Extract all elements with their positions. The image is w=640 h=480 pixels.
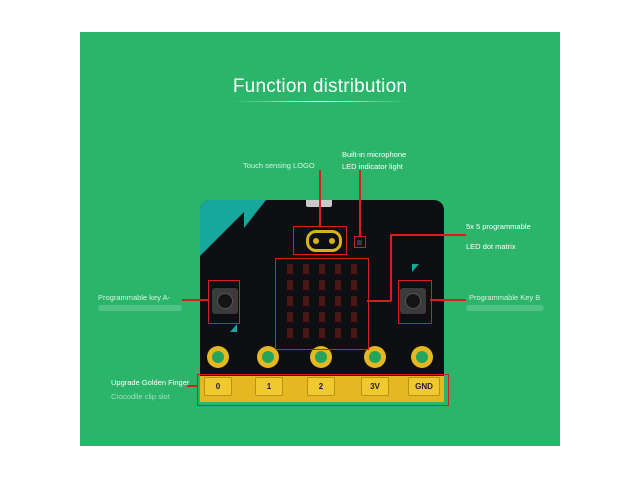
- callout-box-edge: [197, 374, 449, 406]
- label-golden-finger: Upgrade Golden Finger: [111, 378, 190, 387]
- label-key-a: Programmable key A-: [98, 293, 171, 302]
- led: [287, 280, 293, 290]
- led: [335, 280, 341, 290]
- microphone-led-icon: [357, 240, 362, 245]
- button-a-mark-icon: [230, 324, 237, 332]
- pin-3v-ring: [364, 346, 386, 368]
- board-corner-accent-2: [244, 200, 266, 228]
- callout-line-key-a: [182, 299, 208, 301]
- button-b-cap: [406, 294, 420, 308]
- pin-hole: [369, 351, 381, 363]
- button-a[interactable]: [212, 288, 238, 314]
- callout-line-matrix-3: [390, 234, 466, 236]
- callout-box-key-b: [398, 280, 432, 324]
- led: [351, 328, 357, 338]
- button-b-mark-icon: [412, 264, 419, 272]
- callout-line-key-b: [430, 299, 466, 301]
- callout-line-mic: [359, 170, 361, 236]
- pin-hole: [212, 351, 224, 363]
- button-b[interactable]: [400, 288, 426, 314]
- label-touch-logo: Touch sensing LOGO: [243, 161, 315, 170]
- microbit-board: [200, 200, 444, 400]
- pin-gnd-pad[interactable]: GND: [408, 377, 440, 396]
- pin-hole: [315, 351, 327, 363]
- callout-box-key-a: [208, 280, 240, 324]
- led: [287, 328, 293, 338]
- callout-box-mic: [354, 236, 366, 248]
- label-key-b: Programmable Key B: [469, 293, 541, 302]
- led: [319, 280, 325, 290]
- touch-logo-icon: [306, 230, 342, 252]
- callout-line-matrix-1: [367, 300, 391, 302]
- led: [303, 312, 309, 322]
- pin-1-pad[interactable]: 1: [255, 377, 283, 396]
- pin-2-pad[interactable]: 2: [307, 377, 335, 396]
- label-glow-a: [98, 305, 182, 311]
- led: [351, 312, 357, 322]
- led: [351, 264, 357, 274]
- led: [303, 328, 309, 338]
- button-a-cap: [218, 294, 232, 308]
- callout-line-edge: [187, 385, 197, 387]
- led: [319, 328, 325, 338]
- pin-3v-pad[interactable]: 3V: [361, 377, 389, 396]
- led: [303, 280, 309, 290]
- label-glow-b: [466, 305, 544, 311]
- led: [303, 296, 309, 306]
- led: [303, 264, 309, 274]
- callout-box-matrix: [275, 258, 369, 350]
- pin-0-pad[interactable]: 0: [204, 377, 232, 396]
- callout-line-logo: [319, 170, 321, 226]
- led: [335, 296, 341, 306]
- label-matrix-line1: 5x 5 programmable: [466, 222, 531, 231]
- callout-box-logo: [293, 226, 347, 255]
- led-matrix: [284, 262, 364, 342]
- led: [287, 264, 293, 274]
- led: [335, 312, 341, 322]
- pin-hole: [262, 351, 274, 363]
- label-matrix-line2: LED dot matrix: [466, 242, 516, 251]
- led: [319, 264, 325, 274]
- pin-1-ring: [257, 346, 279, 368]
- led: [335, 328, 341, 338]
- label-mic-line2: LED indicator light: [342, 162, 403, 171]
- led: [319, 312, 325, 322]
- led: [287, 312, 293, 322]
- led: [287, 296, 293, 306]
- callout-line-matrix-2: [390, 234, 392, 301]
- label-crocodile-slot: Crocodile clip slot: [111, 392, 170, 401]
- led: [351, 280, 357, 290]
- diagram-title: Function distribution: [232, 76, 408, 97]
- pin-gnd-ring: [411, 346, 433, 368]
- pin-0-ring: [207, 346, 229, 368]
- led: [319, 296, 325, 306]
- pin-hole: [416, 351, 428, 363]
- led: [351, 296, 357, 306]
- led: [335, 264, 341, 274]
- pin-2-ring: [310, 346, 332, 368]
- title-underline: [232, 101, 408, 102]
- label-mic-line1: Built-in microphone: [342, 150, 407, 159]
